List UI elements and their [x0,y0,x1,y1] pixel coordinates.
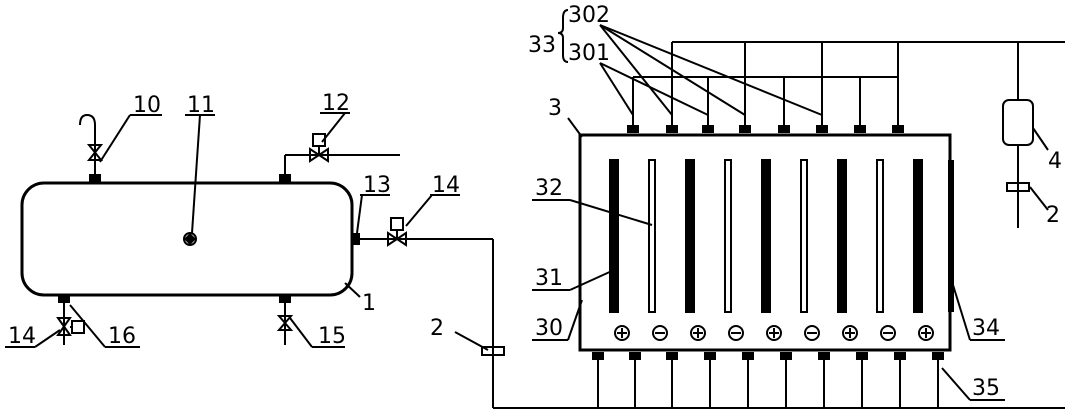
plus-terminal-icon [918,325,934,341]
top-nozzle [627,125,639,133]
bottom-nozzles [592,352,944,408]
bottom-nozzle [742,352,754,360]
label-2-right: 2 [1046,203,1060,228]
label-10: 10 [133,93,161,118]
electrode-plate [685,159,695,313]
top-nozzle [892,125,904,133]
bottom-nozzle [894,352,906,360]
label-11: 11 [187,93,215,118]
outlet-port-13 [352,217,493,247]
electrode-group [609,159,954,341]
labels: 10 11 12 13 14 14 16 15 1 2 2 3 4 [5,3,1062,401]
label-32: 32 [535,176,563,201]
plus-terminal-icon [766,325,782,341]
electrode-plate [948,160,954,312]
electrode-plate [724,159,732,313]
label-1: 1 [362,291,376,316]
top-nozzle [739,125,751,133]
label-35: 35 [972,376,1000,401]
plus-terminal-icon [690,325,706,341]
minus-terminal-icon [880,325,896,341]
electrode-plate [800,159,808,313]
label-301: 301 [568,41,610,66]
electrode-plate [609,159,619,313]
top-nozzle [702,125,714,133]
electrode-plate [761,159,771,313]
minus-terminal-icon [728,325,744,341]
label-31: 31 [535,266,563,291]
label-14-top: 14 [432,173,460,198]
drain-valve-16 [56,295,85,345]
top-nozzle [778,125,790,133]
tank-center-port-icon [183,232,197,246]
label-15: 15 [318,324,346,349]
separator-4 [1002,42,1034,228]
storage-tank [20,181,354,297]
drain-valve-15 [276,295,294,345]
label-13: 13 [363,173,391,198]
top-nozzle [666,125,678,133]
electrode-plate [648,159,656,313]
minus-terminal-icon [652,325,668,341]
label-2-left: 2 [430,316,444,341]
electrode-plate [913,159,923,313]
label-33: 33 [528,33,556,58]
electrode-plate [837,159,847,313]
label-3: 3 [548,96,562,121]
top-nozzle [854,125,866,133]
bottom-nozzle [704,352,716,360]
feed-pipe [481,239,1065,409]
bottom-nozzle [629,352,641,360]
outlet-valve-12 [279,133,400,183]
plus-terminal-icon [842,325,858,341]
label-16: 16 [108,324,136,349]
label-30: 30 [535,316,563,341]
label-14-bottom: 14 [8,324,36,349]
plus-terminal-icon [614,325,630,341]
label-34: 34 [972,316,1000,341]
bottom-nozzle [856,352,868,360]
bottom-nozzle [666,352,678,360]
bottom-nozzle [818,352,830,360]
electrode-plate [876,159,884,313]
vent-valve-10 [79,113,104,183]
top-nozzle [816,125,828,133]
bottom-nozzle [932,352,944,360]
bottom-nozzle [780,352,792,360]
minus-terminal-icon [804,325,820,341]
label-4: 4 [1048,149,1062,174]
top-nozzles [627,42,904,133]
label-12: 12 [322,91,350,116]
bottom-nozzle [592,352,604,360]
label-302: 302 [568,3,610,28]
